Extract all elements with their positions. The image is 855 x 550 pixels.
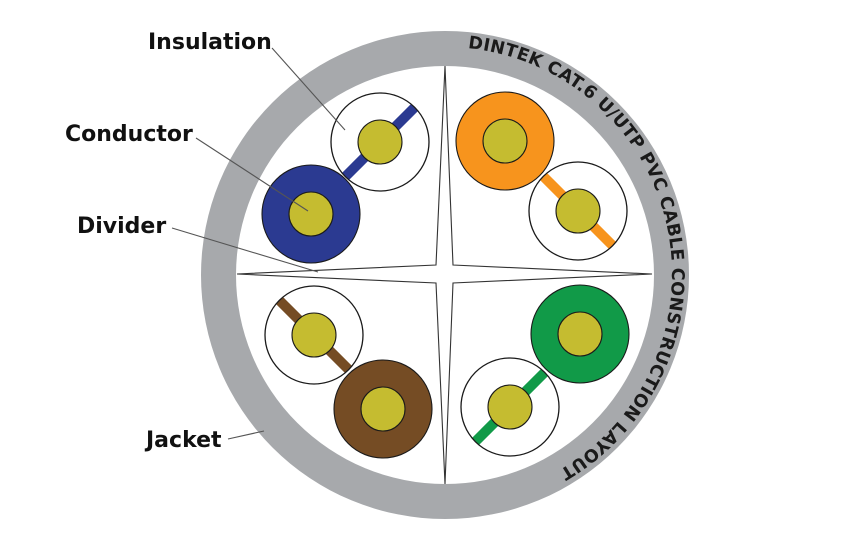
green-pair [460, 284, 630, 457]
conductor [291, 312, 337, 358]
insulation-outline [460, 357, 560, 457]
conductor [557, 311, 603, 357]
insulation-outline [330, 92, 430, 192]
white-brown-wire [264, 285, 364, 385]
insulation-outline [264, 285, 364, 385]
jacket-label: Jacket [144, 428, 222, 453]
jacket-leader-line [227, 430, 265, 440]
conductor-label: Conductor [65, 122, 193, 147]
divider-leader-line [171, 227, 319, 273]
blue-pair [261, 92, 430, 264]
insulation-label: Insulation [148, 30, 272, 55]
twisted-pairs [261, 91, 630, 459]
conductor [357, 119, 403, 165]
orange-pair [455, 91, 628, 261]
conductor [360, 386, 406, 432]
conductor [288, 191, 334, 237]
brown-wire [333, 359, 433, 459]
conductor [482, 118, 528, 164]
orange-wire [455, 91, 555, 191]
white-orange-wire [528, 161, 628, 261]
conductor-leader-line [195, 137, 309, 212]
divider [236, 65, 653, 485]
divider-label: Divider [77, 214, 166, 239]
conductor [487, 384, 533, 430]
insulation-outline [528, 161, 628, 261]
conductor [555, 188, 601, 234]
brown-pair [264, 285, 433, 459]
blue-wire [261, 164, 361, 264]
green-wire [530, 284, 630, 384]
white-green-wire [460, 357, 560, 457]
insulation-leader-line [271, 47, 346, 131]
white-blue-wire [330, 92, 430, 192]
